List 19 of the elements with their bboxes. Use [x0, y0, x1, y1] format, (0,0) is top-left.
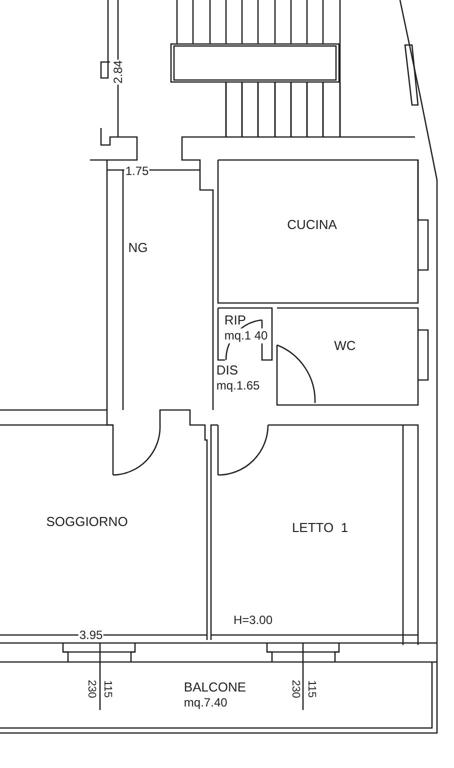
dimension-label: 1.75 — [124, 165, 150, 177]
room-area: mq.1.65 — [216, 378, 260, 394]
room-name: WC — [334, 338, 356, 354]
room-name: BALCONE — [184, 679, 246, 696]
room-name: LETTO 1 — [292, 520, 348, 536]
dimension-label: 115 — [306, 679, 316, 699]
room-name: SOGGIORNO — [46, 514, 128, 530]
dimension-label: 230 — [86, 678, 96, 700]
room-name: DIS — [216, 362, 238, 379]
room-area: mq.1 40 — [224, 328, 268, 344]
room-area: mq.7.40 — [184, 696, 228, 711]
ceiling-height-label: H=3.00 — [232, 614, 274, 626]
dimension-label: 3.95 — [78, 629, 104, 641]
room-name: NG — [128, 240, 148, 256]
dimension-label: 2.84 — [112, 59, 124, 85]
dimension-label: 115 — [102, 679, 112, 699]
room-name: CUCINA — [287, 216, 337, 234]
room-name: RIP — [224, 312, 246, 329]
dimension-label: 230 — [290, 678, 300, 700]
